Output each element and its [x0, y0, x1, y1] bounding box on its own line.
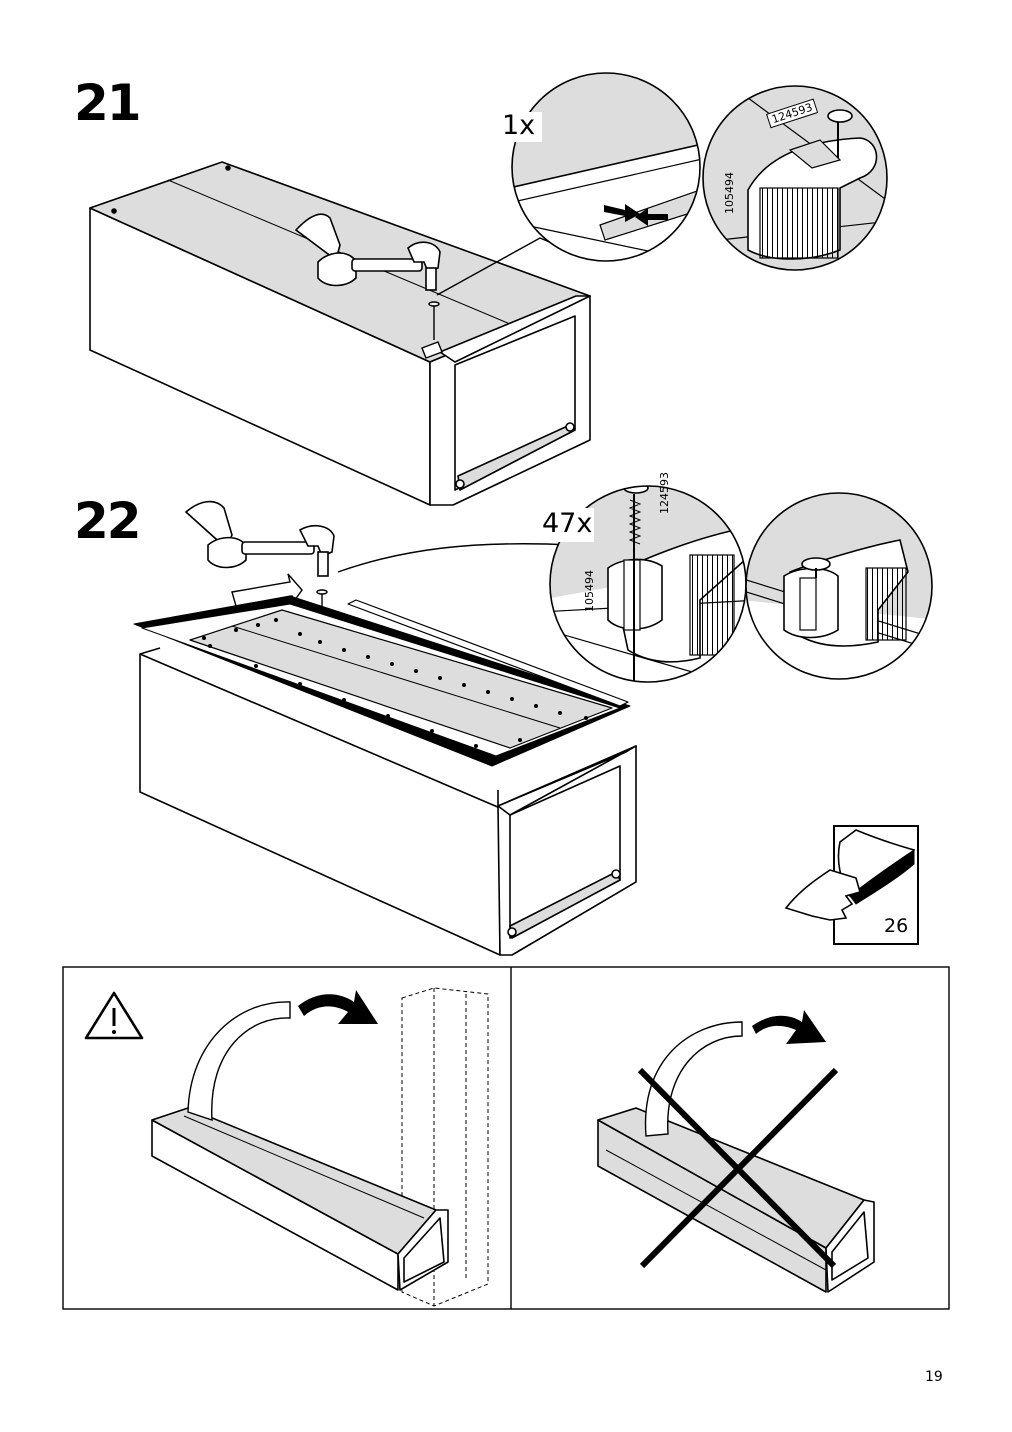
page-turn-icon — [784, 825, 919, 945]
page-reference: 26 — [884, 915, 909, 937]
step-number: 21 — [74, 74, 142, 132]
quantity-backdrop — [538, 508, 594, 542]
step-22-illustration — [133, 485, 933, 956]
quantity-label: 1x — [502, 110, 536, 141]
part-number-nail: 124593 — [658, 472, 671, 514]
nail-icon — [428, 301, 440, 340]
hammer-icon — [294, 213, 441, 291]
nail-holes — [202, 618, 588, 748]
curved-arrow-icon — [298, 990, 378, 1024]
nail-guide-icon — [421, 341, 443, 359]
cabinet-step-21 — [89, 161, 591, 506]
page-number: 19 — [925, 1369, 943, 1385]
cross-mark-icon — [637, 1067, 839, 1269]
upright-outline — [401, 987, 489, 1307]
quantity-backdrop — [498, 112, 542, 142]
detail-circle-21a — [511, 72, 701, 262]
step-21-illustration — [89, 72, 888, 506]
correct-method-panel — [84, 987, 489, 1307]
back-panel — [133, 595, 631, 767]
curved-arrow-icon — [752, 1010, 826, 1044]
cabinet-step-22 — [139, 647, 637, 956]
hammer-icon — [184, 500, 335, 577]
quantity-label: 47x — [542, 508, 593, 539]
part-number-guide: 105494 — [583, 570, 596, 612]
step-number: 22 — [74, 492, 142, 550]
detail-circle-22b — [745, 492, 933, 680]
part-number-guide: 105494 — [723, 172, 736, 214]
incorrect-method-panel — [597, 1010, 875, 1293]
warning-icon — [84, 991, 144, 1040]
